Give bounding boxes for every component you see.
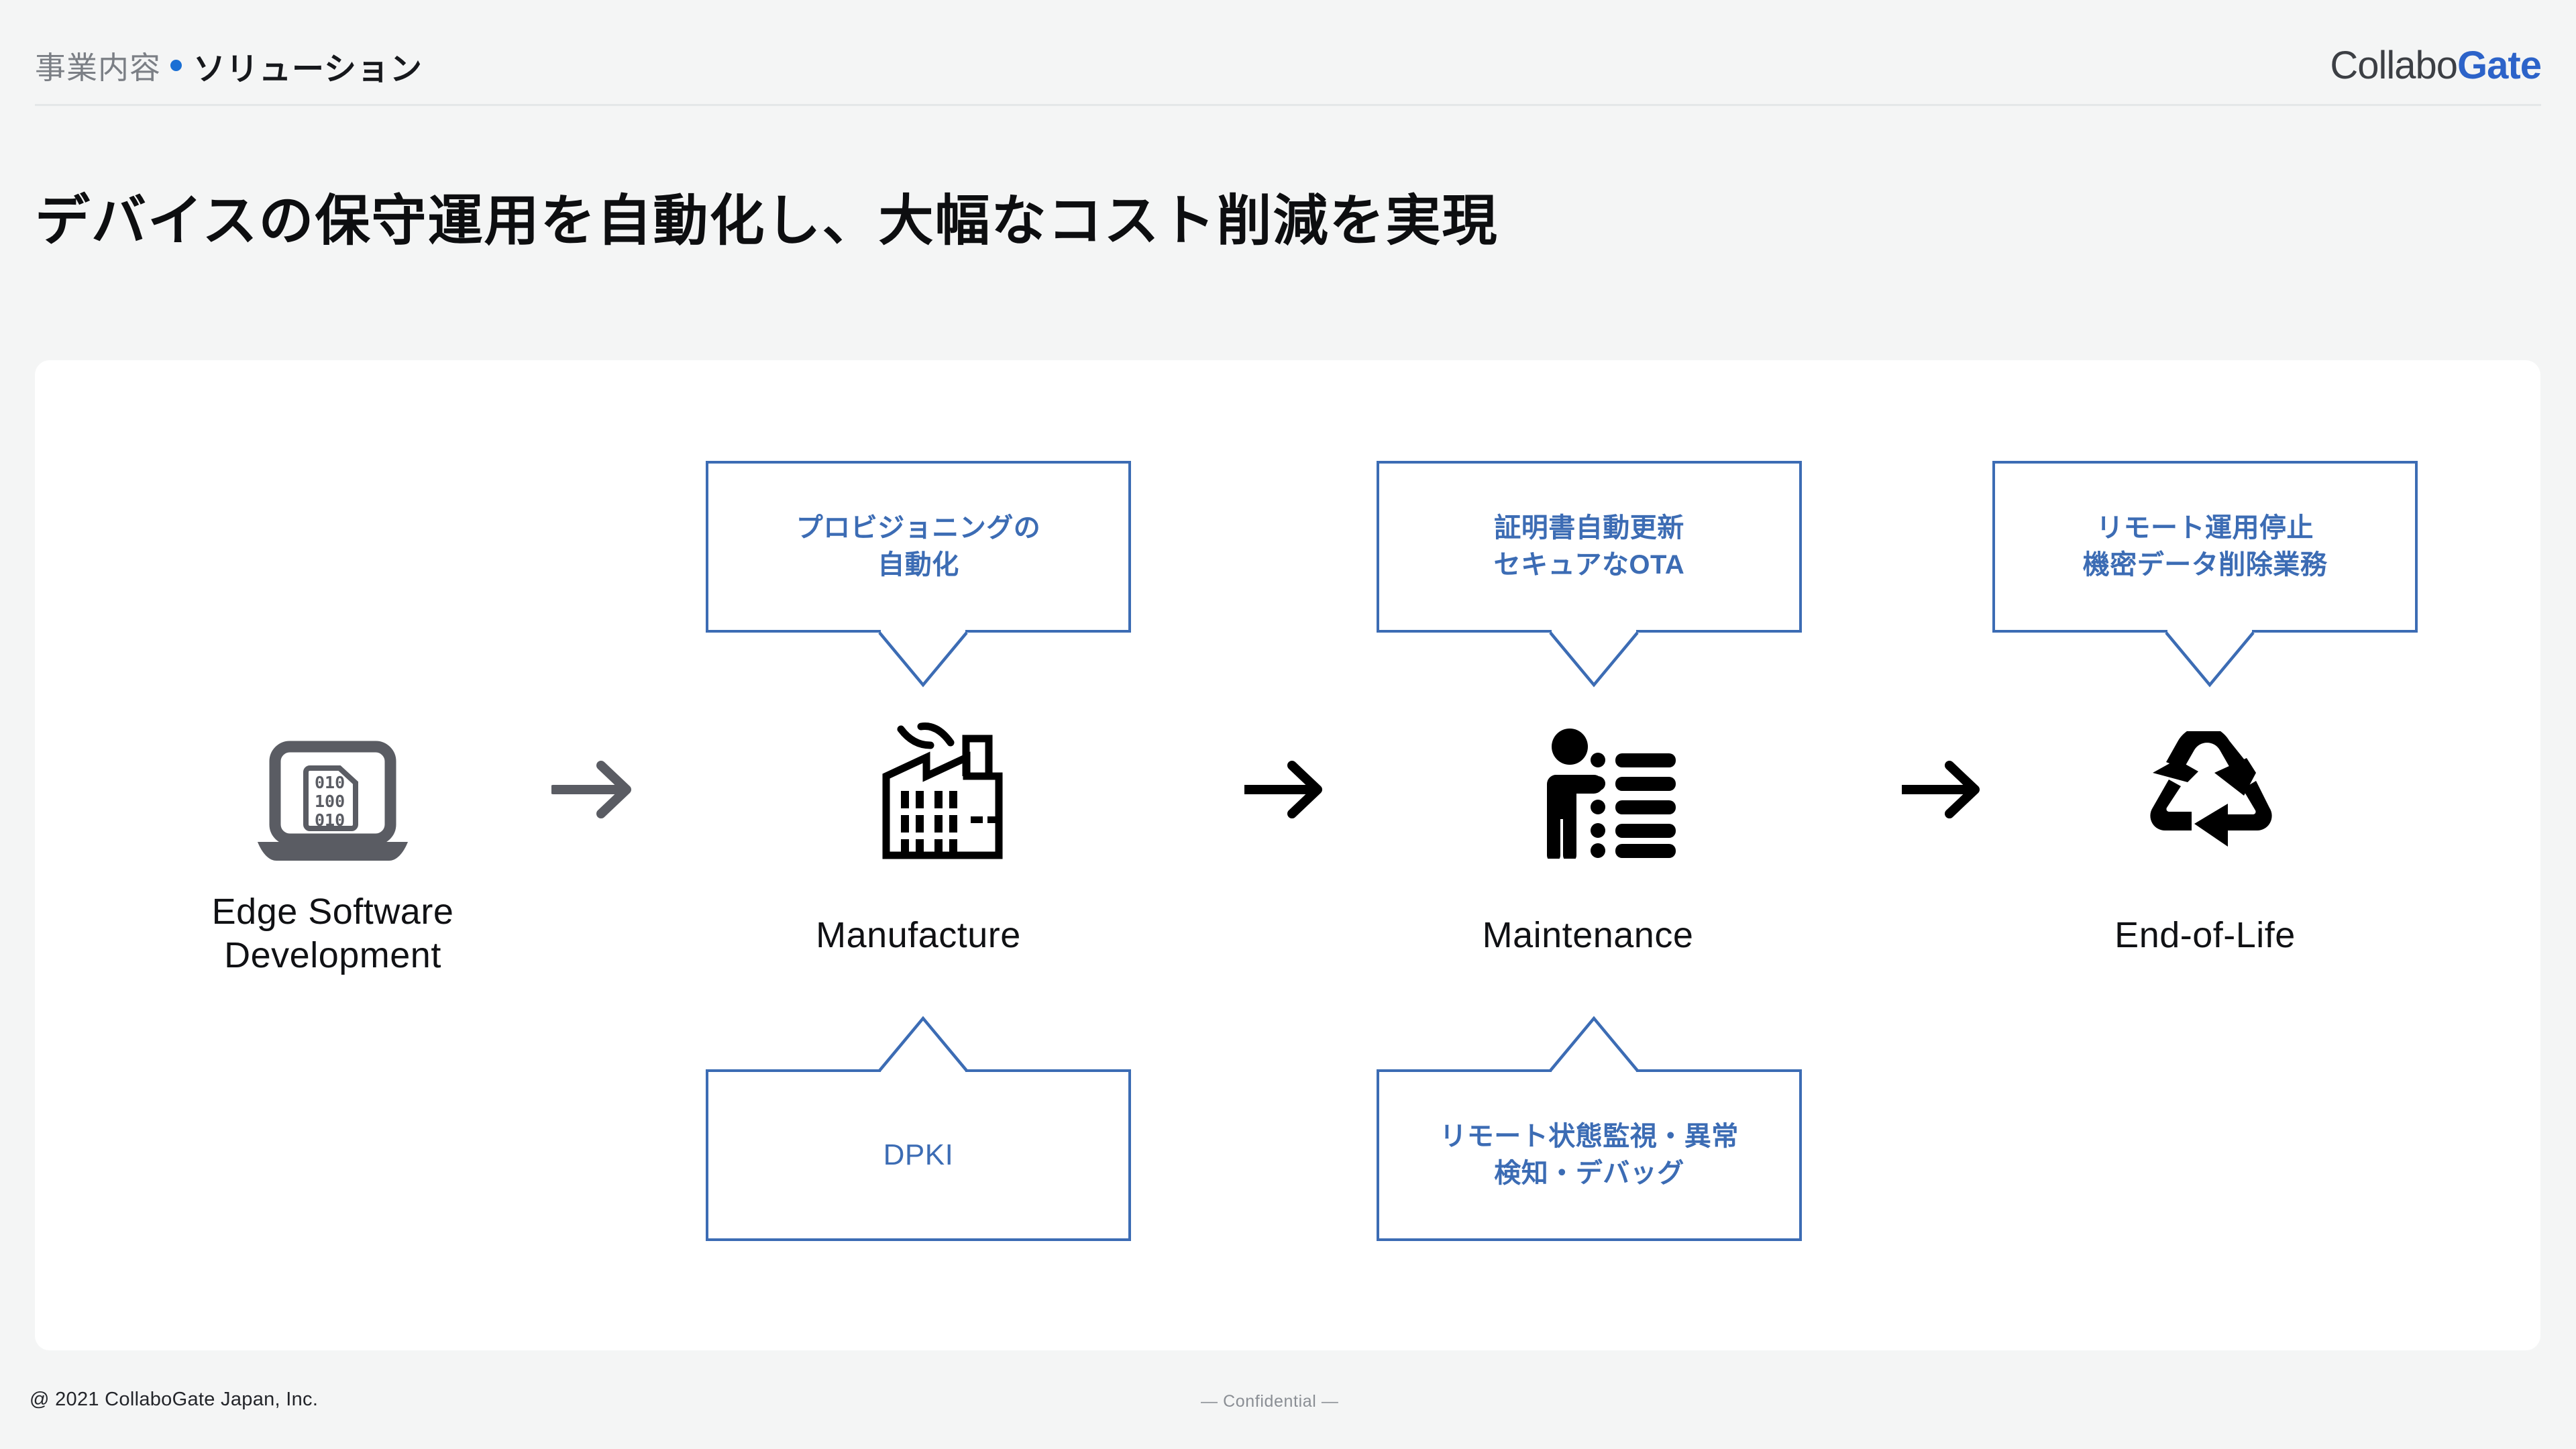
collabogate-logo: CollaboGate <box>2330 43 2542 88</box>
breadcrumb: 事業内容 ソリューション <box>35 42 423 89</box>
icon-end-of-life <box>2145 729 2279 857</box>
callout-remote-monitoring-text: リモート状態監視・異常 検知・デバッグ <box>1440 1121 1739 1188</box>
callout-dpki-text: DPKI <box>883 1138 954 1171</box>
arrow-right-icon <box>549 761 631 818</box>
arrow-2 <box>1242 756 1326 826</box>
person-checklist-icon <box>1546 728 1676 859</box>
arrow-3 <box>1900 756 1984 826</box>
footer-confidential: — Confidential — <box>1201 1392 1339 1411</box>
breadcrumb-current: ソリューション <box>193 51 423 87</box>
header-divider <box>35 104 2541 106</box>
laptop-binary-code-icon: 010 100 010 <box>258 741 408 861</box>
recycle-icon <box>2150 731 2272 847</box>
logo-text-collabo: Collabo <box>2330 44 2458 87</box>
callout-provisioning-text: プロビジョニングの 自動化 <box>796 513 1041 580</box>
lifecycle-flow-diagram: プロビジョニングの 自動化 証明書自動更新 セキュアなOTA <box>35 360 2540 1350</box>
svg-text:100: 100 <box>315 792 345 811</box>
callout-certificate-ota: 証明書自動更新 セキュアなOTA <box>1377 461 1802 688</box>
content-card: プロビジョニングの 自動化 証明書自動更新 セキュアなOTA <box>35 360 2540 1350</box>
callout-remote-shutdown-text: リモート運用停止 機密データ削除業務 <box>2082 513 2328 580</box>
callout-remote-shutdown: リモート運用停止 機密データ削除業務 <box>1992 461 2418 688</box>
stage-label-maintenance: Maintenance <box>1482 915 1694 955</box>
stage-label-end-of-life: End-of-Life <box>2114 915 2296 955</box>
footer-copyright: @ 2021 CollaboGate Japan, Inc. <box>30 1389 319 1410</box>
arrow-right-icon <box>1902 761 1980 818</box>
stage-label-edge-software-development: Edge Software Development <box>211 892 454 975</box>
slide-header: 事業内容 ソリューション CollaboGate <box>35 27 2542 104</box>
callout-remote-monitoring: リモート状態監視・異常 検知・デバッグ <box>1377 1016 1802 1241</box>
breadcrumb-category: 事業内容 <box>35 50 161 85</box>
stage-label-manufacture: Manufacture <box>816 915 1021 955</box>
icon-manufacture <box>877 719 1004 867</box>
svg-text:010: 010 <box>315 810 345 830</box>
blue-dot-icon <box>170 60 182 71</box>
arrow-1 <box>549 756 635 826</box>
arrow-right-icon <box>1244 761 1322 818</box>
factory-icon <box>882 722 1003 859</box>
svg-text:010: 010 <box>315 773 345 792</box>
icon-edge-software-development: 010 100 010 <box>252 734 413 868</box>
page-title: デバイスの保守運用を自動化し、大幅なコスト削減を実現 <box>35 191 1499 252</box>
callout-provisioning: プロビジョニングの 自動化 <box>706 461 1131 688</box>
logo-text-gate: Gate <box>2457 44 2542 87</box>
icon-maintenance <box>1546 726 1680 860</box>
callout-dpki: DPKI <box>706 1016 1131 1241</box>
callout-certificate-ota-text: 証明書自動更新 セキュアなOTA <box>1493 513 1685 580</box>
